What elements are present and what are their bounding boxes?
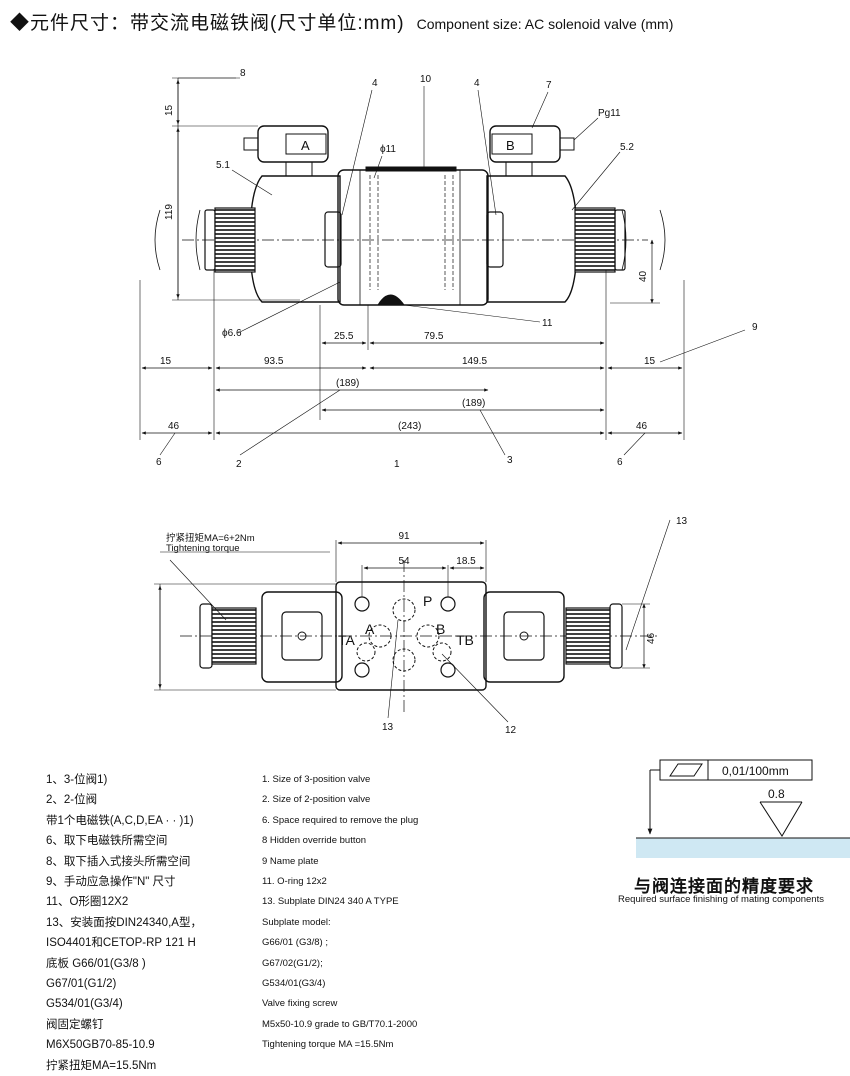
- dim-phi11: ϕ11: [380, 144, 396, 155]
- roughness-value: 0.8: [768, 787, 785, 801]
- port-label-p: P: [423, 593, 432, 609]
- dim-46-bottom: 46: [646, 632, 657, 644]
- callout-pg11: Pg11: [598, 108, 621, 119]
- callout-13-top: 13: [676, 516, 688, 527]
- surface-finish-symbol: [636, 759, 850, 858]
- dim-79-5: 79.5: [424, 331, 444, 342]
- dim-93-5: 93.5: [264, 356, 284, 367]
- dim-46-left: 46: [168, 421, 180, 432]
- dim-149-5: 149.5: [462, 356, 487, 367]
- callout-3: 3: [507, 455, 513, 466]
- note-cn-8: 13、安装面按DIN24340,A型，: [46, 916, 202, 929]
- port-label-ta: TA: [338, 632, 356, 648]
- dim-15-right: 15: [644, 356, 656, 367]
- note-cn-3: 带1个电磁铁(A,C,D,EA · · )1): [46, 814, 194, 827]
- note-en-7: 13. Subplate DIN24 340 A TYPE: [262, 896, 399, 908]
- port-label-a: A: [301, 138, 310, 153]
- note-cn-9: ISO4401和CETOP-RP 121 H: [46, 937, 196, 950]
- dim-54: 54: [398, 556, 410, 567]
- note-en-1: 1. Size of 3-position valve: [262, 774, 371, 785]
- note-cn-10: 底板 G66/01(G3/8 ): [46, 957, 146, 970]
- dim-46-right: 46: [636, 421, 648, 432]
- dim-189-a: (189): [336, 378, 359, 389]
- note-en-3: 6. Space required to remove the plug: [262, 814, 419, 826]
- title-cn: ◆元件尺寸：带交流电磁铁阀(尺寸单位:mm): [10, 13, 405, 34]
- callout-6-right: 6: [617, 457, 623, 468]
- callout-6-left: 6: [156, 457, 162, 468]
- callout-11: 11: [542, 318, 553, 329]
- callout-9: 9: [752, 322, 758, 333]
- port-label-a-bottom: A: [365, 621, 375, 637]
- callout-10: 10: [420, 74, 432, 85]
- dim-189-b: (189): [462, 398, 485, 409]
- top-view-labels: 8 4 10 4 7 Pg11 5.1 5.2 11 9 2 1 3 6 6 A…: [156, 68, 758, 470]
- port-label-b: B: [506, 138, 515, 153]
- notes-cn: 1、3-位阀1) 2、2-位阀 带1个电磁铁(A,C,D,EA · · )1) …: [46, 770, 246, 1076]
- torque-en: Tightening torque: [166, 543, 240, 554]
- note-cn-13: 阀固定螺钉: [46, 1018, 104, 1031]
- port-label-tb: TB: [456, 632, 474, 648]
- note-en-11: G534/01(G3/4): [262, 978, 326, 990]
- callout-12: 12: [505, 725, 517, 736]
- torque-cn: 拧紧扭矩MA=6+2Nm: [166, 532, 255, 544]
- callout-5-1: 5.1: [216, 160, 230, 171]
- surface-finish-labels: 0,01/100mm 0.8: [722, 764, 789, 801]
- bottom-view: [154, 519, 671, 723]
- callout-13-bottom: 13: [382, 722, 394, 733]
- surface-finish-title-en: Required surface finishing of mating com…: [618, 894, 824, 905]
- note-en-10: G67/02(G1/2);: [262, 957, 323, 969]
- top-view: [139, 77, 746, 456]
- page-title: ◆元件尺寸：带交流电磁铁阀(尺寸单位:mm) Component size: AC…: [10, 8, 840, 38]
- dim-119: 119: [164, 204, 175, 220]
- note-cn-4: 6、取下电磁铁所需空间: [46, 835, 168, 848]
- note-en-5: 9 Name plate: [262, 855, 319, 867]
- dim-15-top: 15: [164, 104, 175, 116]
- flatness-value: 0,01/100mm: [722, 764, 789, 778]
- port-label-b-bottom: B: [436, 621, 445, 637]
- callout-5-2: 5.2: [620, 142, 634, 153]
- callout-7: 7: [546, 80, 552, 91]
- note-en-4: 8 Hidden override button: [262, 835, 367, 847]
- note-en-2: 2. Size of 2-position valve: [262, 794, 371, 806]
- note-cn-14: M6X50GB70-85-10.9: [46, 1039, 155, 1052]
- note-cn-1: 1、3-位阀1): [46, 774, 108, 786]
- note-en-9: G66/01 (G3/8) ;: [262, 937, 329, 949]
- title-en: Component size: AC solenoid valve (mm): [416, 16, 674, 32]
- callout-8: 8: [240, 68, 246, 79]
- note-cn-5: 8、取下插入式接头所需空间: [46, 855, 191, 868]
- note-cn-2: 2、2-位阀: [46, 794, 98, 807]
- note-cn-11: G67/01(G1/2): [46, 978, 117, 991]
- dim-91: 91: [398, 531, 410, 542]
- dim-243: (243): [398, 421, 421, 432]
- note-cn-12: G534/01(G3/4): [46, 998, 123, 1011]
- callout-1: 1: [394, 459, 400, 470]
- callout-4-right: 4: [474, 78, 480, 89]
- note-cn-7: 11、O形圈12X2: [46, 896, 129, 909]
- notes-en: 1. Size of 3-position valve 2. Size of 2…: [262, 770, 562, 1056]
- note-en-14: Tightening torque MA =15.5Nm: [262, 1039, 394, 1051]
- dim-15-left: 15: [160, 356, 172, 367]
- dim-18-5: 18.5: [456, 556, 476, 567]
- note-en-13: M5x50-10.9 grade to GB/T70.1-2000: [262, 1018, 418, 1030]
- callout-2: 2: [236, 459, 242, 470]
- note-en-12: Valve fixing screw: [262, 998, 338, 1010]
- note-cn-6: 9、手动应急操作"N" 尺寸: [46, 876, 176, 889]
- dim-40: 40: [638, 270, 649, 282]
- dim-phi6-6: ϕ6.6: [222, 328, 242, 339]
- callout-4-left: 4: [372, 78, 378, 89]
- bottom-view-labels: 拧紧扭矩MA=6+2Nm Tightening torque 91 54 18.…: [166, 516, 688, 736]
- note-en-8: Subplate model:: [262, 916, 331, 928]
- surface-finish-title-cn: 与阀连接面的精度要求: [634, 877, 814, 896]
- note-en-6: 11. O-ring 12x2: [262, 876, 327, 888]
- dim-25-5: 25.5: [334, 331, 354, 342]
